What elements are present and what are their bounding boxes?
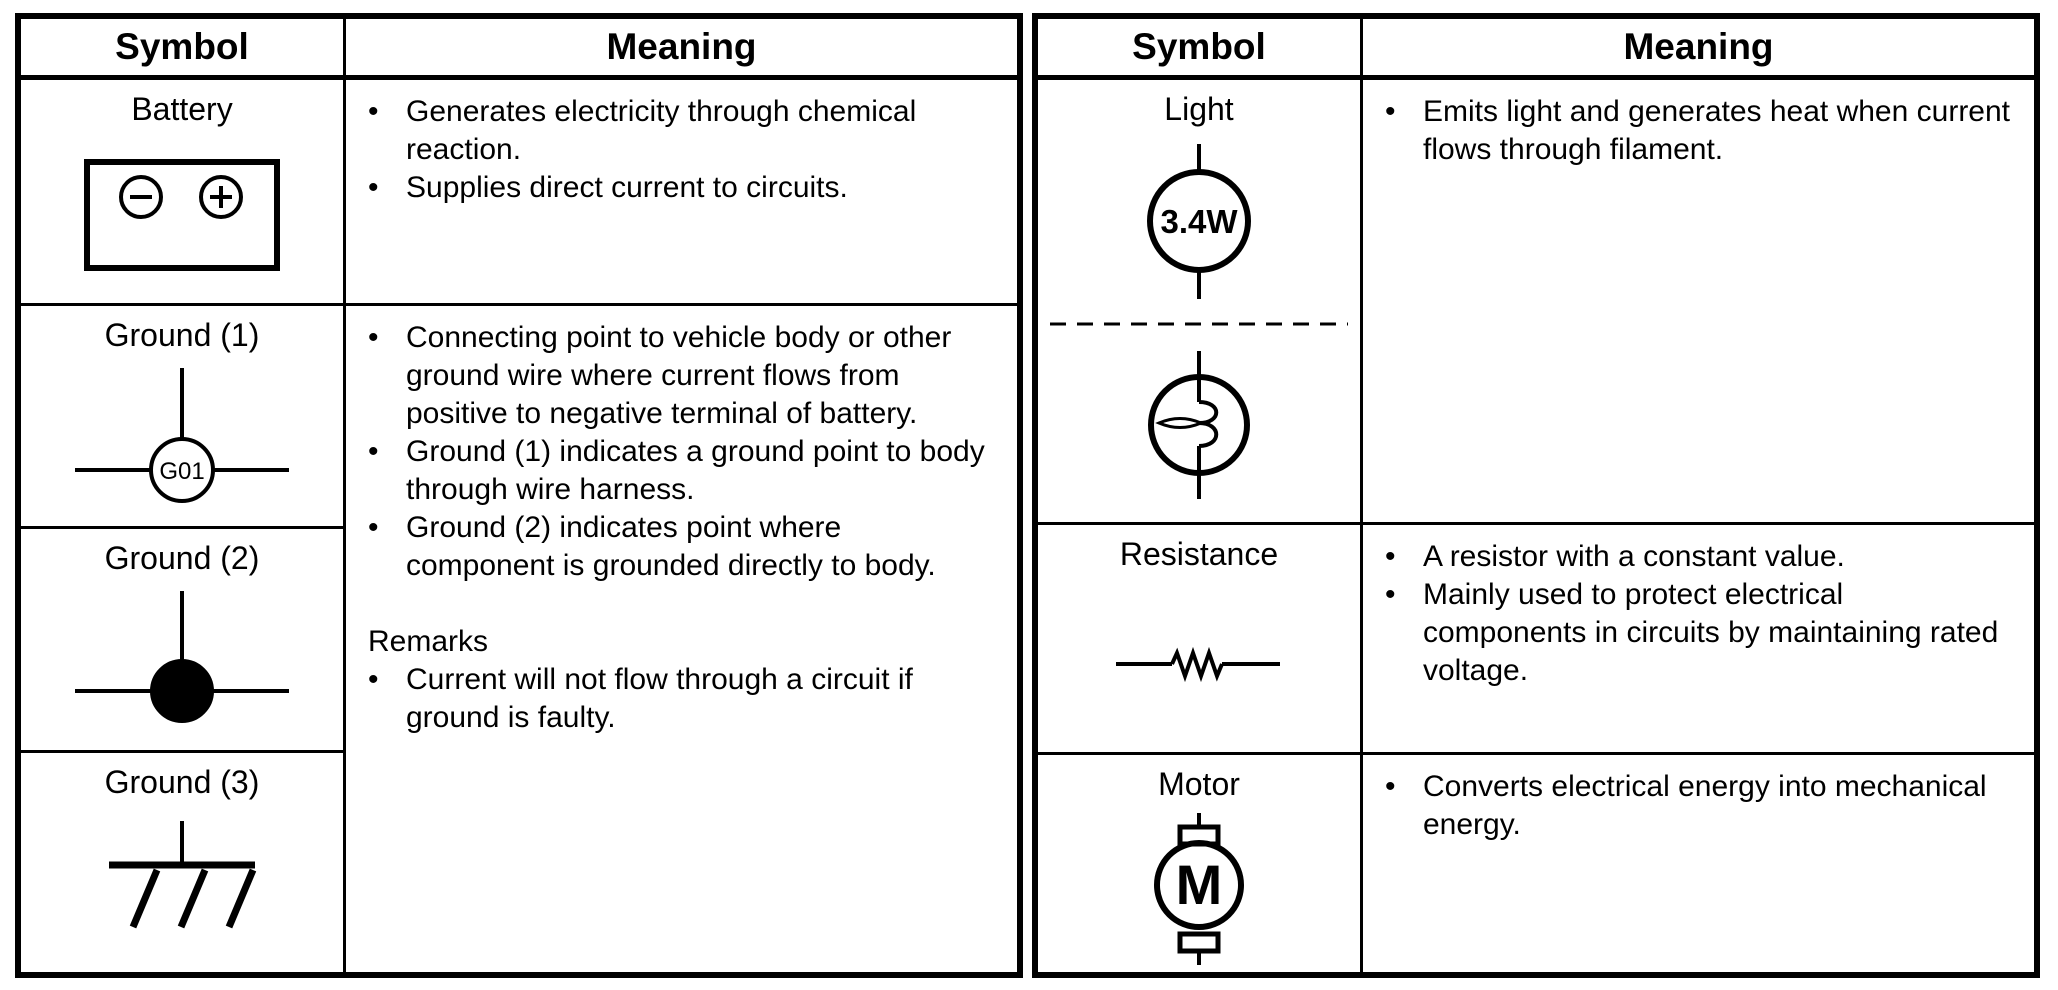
motor-symbol-cell: Motor M <box>1038 755 1363 972</box>
battery-symbol-cell: Battery <box>21 80 346 306</box>
ground1-symbol-cell: Ground (1) G01 <box>21 306 346 529</box>
motor-label: Motor <box>1158 766 1240 802</box>
motor-meaning-cell: Converts electrical energy into mechanic… <box>1363 755 2034 972</box>
ground3-label: Ground (3) <box>104 764 260 800</box>
battery-symbol-icon <box>84 159 280 271</box>
symbol-table-right: Symbol Meaning Light 3.4W <box>1032 13 2040 978</box>
bullet-item: A resistor with a constant value. <box>1385 538 2014 576</box>
symbol-column-header: Symbol <box>1038 19 1363 80</box>
bullet-item: Emits light and generates heat when curr… <box>1385 93 2014 169</box>
resistance-label: Resistance <box>1119 536 1279 572</box>
bullet-item: Current will not flow through a circuit … <box>368 661 997 737</box>
bullet-text: A resistor with a constant value. <box>1423 540 1845 573</box>
meaning-column-header: Meaning <box>1363 19 2034 80</box>
motor-letter-text: M <box>1176 853 1223 916</box>
light-divider-dashed-line <box>1050 322 1348 326</box>
resistance-meaning-cell: A resistor with a constant value. Mainly… <box>1363 525 2034 755</box>
bullet-text: Ground (1) indicates a ground point to b… <box>406 435 985 506</box>
ground-point-id: G01 <box>159 458 204 485</box>
bullet-item: Supplies direct current to circuits. <box>368 169 997 207</box>
bullet-text: Supplies direct current to circuits. <box>406 171 848 204</box>
ground2-symbol-icon <box>75 591 289 723</box>
light-bulb-rated-icon: 3.4W <box>1147 144 1251 299</box>
ground3-symbol-cell: Ground (3) <box>21 753 346 972</box>
battery-meaning-cell: Generates electricity through chemical r… <box>346 80 1017 306</box>
remarks-title: Remarks <box>368 625 489 658</box>
bullet-item: Mainly used to protect electrical compon… <box>1385 576 2014 690</box>
bullet-text: Generates electricity through chemical r… <box>406 95 917 166</box>
ground1-symbol-icon: G01 <box>75 368 289 503</box>
resistor-symbol-icon <box>1116 646 1280 683</box>
light-bulb-filament-icon <box>1148 351 1250 499</box>
resistance-symbol-cell: Resistance <box>1038 525 1363 755</box>
bullet-item: Connecting point to vehicle body or othe… <box>368 319 997 433</box>
meaning-column-header: Meaning <box>346 19 1017 80</box>
ground2-label: Ground (2) <box>104 540 260 576</box>
bulb-rating-text: 3.4W <box>1160 203 1238 240</box>
bullet-text: Converts electrical energy into mechanic… <box>1423 770 1987 841</box>
bullet-item: Converts electrical energy into mechanic… <box>1385 768 2014 844</box>
light-meaning-cell: Emits light and generates heat when curr… <box>1363 80 2034 525</box>
bullet-text: Mainly used to protect electrical compon… <box>1423 578 1999 687</box>
symbol-table-left: Symbol Meaning Battery Generates electri… <box>15 13 1023 978</box>
symbol-column-header: Symbol <box>21 19 346 80</box>
bullet-text: Emits light and generates heat when curr… <box>1423 95 2011 166</box>
ground-meaning-cell: Connecting point to vehicle body or othe… <box>346 306 1017 972</box>
light-label: Light <box>1164 91 1234 127</box>
bullet-text: Connecting point to vehicle body or othe… <box>406 321 952 430</box>
bullet-item: Generates electricity through chemical r… <box>368 93 997 169</box>
light-symbol-cell: Light 3.4W <box>1038 80 1363 525</box>
battery-label: Battery <box>131 91 233 127</box>
motor-symbol-icon: M <box>1154 813 1244 965</box>
bullet-text: Current will not flow through a circuit … <box>406 663 913 734</box>
ground3-symbol-icon <box>109 821 257 929</box>
ground1-label: Ground (1) <box>104 317 260 353</box>
ground2-symbol-cell: Ground (2) <box>21 529 346 753</box>
bullet-item: Ground (2) indicates point where compone… <box>368 509 997 585</box>
bullet-text: Ground (2) indicates point where compone… <box>406 511 936 582</box>
bullet-item: Ground (1) indicates a ground point to b… <box>368 433 997 509</box>
